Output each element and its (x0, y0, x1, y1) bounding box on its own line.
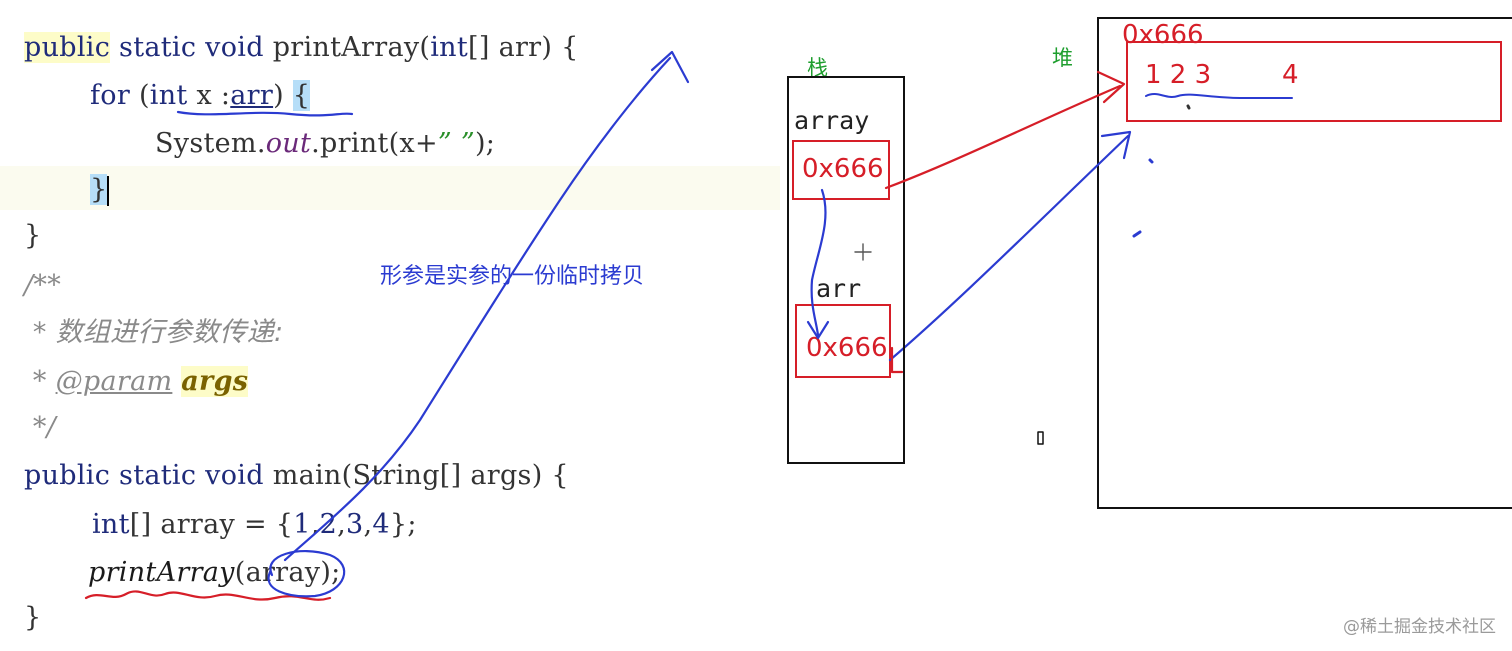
ref-box-arr (795, 304, 891, 378)
code-line-12: printArray(array); (88, 553, 341, 593)
keyword-void: void (205, 32, 264, 63)
annotation-param: @param (55, 366, 173, 397)
system-class: System. (155, 128, 266, 159)
crosshair-cursor-icon (854, 243, 872, 261)
comment-star: * (24, 366, 56, 397)
code-line-5: } (24, 220, 42, 251)
loop-var: x : (187, 80, 231, 111)
heap-array-object (1126, 41, 1502, 122)
stray-mark (1132, 230, 1142, 238)
annotation-note: 形参是实参的一份临时拷贝 (380, 264, 645, 289)
keyword-int: int (430, 32, 469, 63)
code-line-11: int[] array = {1,2,3,4}; (92, 505, 417, 545)
comma: , (310, 509, 320, 540)
call-printArray: printArray (88, 557, 235, 588)
code-line-1: public static void printArray(int[] arr)… (24, 28, 579, 68)
arrowhead-heap-blue (1100, 130, 1132, 160)
watermark: @稀土掘金技术社区 (1343, 617, 1496, 637)
arrow-arr-to-heap (888, 134, 1130, 362)
heap-label: 堆 (1052, 46, 1073, 70)
field-out: out (265, 128, 312, 159)
method-name: printArray( (272, 32, 431, 63)
call-args: (array); (234, 557, 341, 588)
stack-var-arr: arr (816, 274, 862, 303)
squiggle-printArray (84, 590, 332, 601)
heap-values: 1 2 3 (1145, 60, 1212, 90)
code-editor: public static void printArray(int[] arr)… (0, 28, 780, 633)
keyword-int: int (92, 509, 130, 540)
keyword-public: public (24, 32, 111, 63)
brace-open: { (292, 80, 311, 111)
arrow-arg-to-param (283, 56, 672, 562)
code-line-9: */ (24, 412, 57, 443)
code-line-3: System.out.print(x+” ”); (155, 124, 495, 164)
code-line-8: * @param args (24, 362, 249, 402)
code-line-6: /** (24, 270, 61, 301)
brace-close: } (90, 174, 108, 205)
code-line-4: } (90, 170, 110, 210)
method-params: [] arr) { (468, 32, 579, 63)
param-args: args (181, 366, 249, 397)
arrowhead-copy (806, 320, 830, 340)
main-signature: main(String[] args) { (272, 460, 569, 491)
keyword-static: static (119, 32, 197, 63)
print-call: .print(x+ (311, 128, 438, 159)
heap-value-last: 4 (1282, 60, 1299, 90)
num: 3 (346, 509, 364, 540)
arrowhead-param (650, 50, 690, 84)
stack-var-array: array (794, 106, 870, 135)
stack-frame (787, 76, 905, 464)
keyword-int: int (149, 80, 188, 111)
array-decl: [] array = { (129, 509, 294, 540)
statement-end: }; (389, 509, 417, 540)
num: 1 (293, 509, 311, 540)
var-arr: arr (230, 80, 274, 111)
comma: , (337, 509, 347, 540)
arrow-copy-ref (810, 188, 827, 337)
ref-value-arr: 0x666 (806, 333, 888, 363)
underline-for-loop (176, 110, 354, 117)
keyword-public: public (24, 460, 111, 491)
text-cursor-icon (1037, 431, 1044, 445)
arrowhead-heap-red (1096, 70, 1126, 104)
code-line-10: public static void main(String[] args) { (24, 456, 569, 496)
heap-region (1097, 17, 1512, 509)
code-line-7: * 数组进行参数传递: (24, 317, 284, 348)
keyword-void: void (205, 460, 264, 491)
ref-box-array (792, 140, 890, 200)
circle-array-arg (267, 550, 346, 598)
code-line-2: for (int x :arr) { (90, 76, 311, 116)
underline-heap-values (1145, 93, 1293, 99)
ref-value-array: 0x666 (802, 154, 884, 184)
arrow-array-to-heap (884, 84, 1122, 190)
stack-label: 栈 (807, 56, 828, 80)
stray-mark (1148, 158, 1154, 164)
keyword-for: for (90, 80, 131, 111)
paren: ) (273, 80, 293, 111)
num: 4 (372, 509, 390, 540)
text-cursor (107, 175, 110, 206)
stray-dot (1186, 104, 1191, 110)
keyword-static: static (119, 460, 197, 491)
paren: ( (130, 80, 150, 111)
code-line-13: } (24, 602, 42, 633)
red-tick (890, 346, 904, 374)
comma: , (363, 509, 373, 540)
current-line-highlight (0, 166, 780, 210)
statement-end: ); (474, 128, 496, 159)
heap-address: 0x666 (1122, 20, 1204, 50)
string-literal: ” ” (437, 128, 475, 159)
